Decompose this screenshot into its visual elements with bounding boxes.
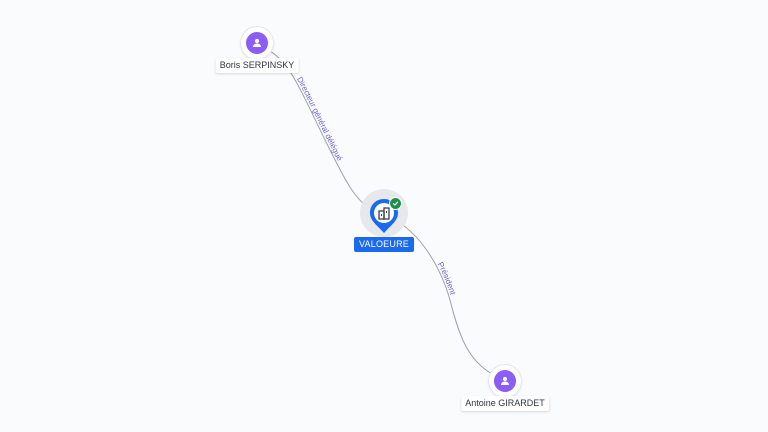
person-node-girardet[interactable] — [489, 359, 529, 397]
edge-director[interactable] — [265, 48, 373, 211]
person-icon — [246, 32, 268, 54]
person-label-serpinsky[interactable]: Boris SERPINSKY — [215, 58, 299, 73]
company-label-valoeure[interactable]: VALOEURE — [354, 237, 414, 252]
person-label-girardet[interactable]: Antoine GIRARDET — [461, 396, 549, 411]
verified-check-icon — [389, 197, 402, 210]
person-node-serpinsky[interactable] — [241, 27, 273, 59]
edge-label-director: Directeur général délégué — [295, 75, 344, 162]
building-icon — [378, 207, 390, 220]
edge-label-president: Président — [436, 261, 458, 297]
person-icon — [494, 370, 516, 392]
